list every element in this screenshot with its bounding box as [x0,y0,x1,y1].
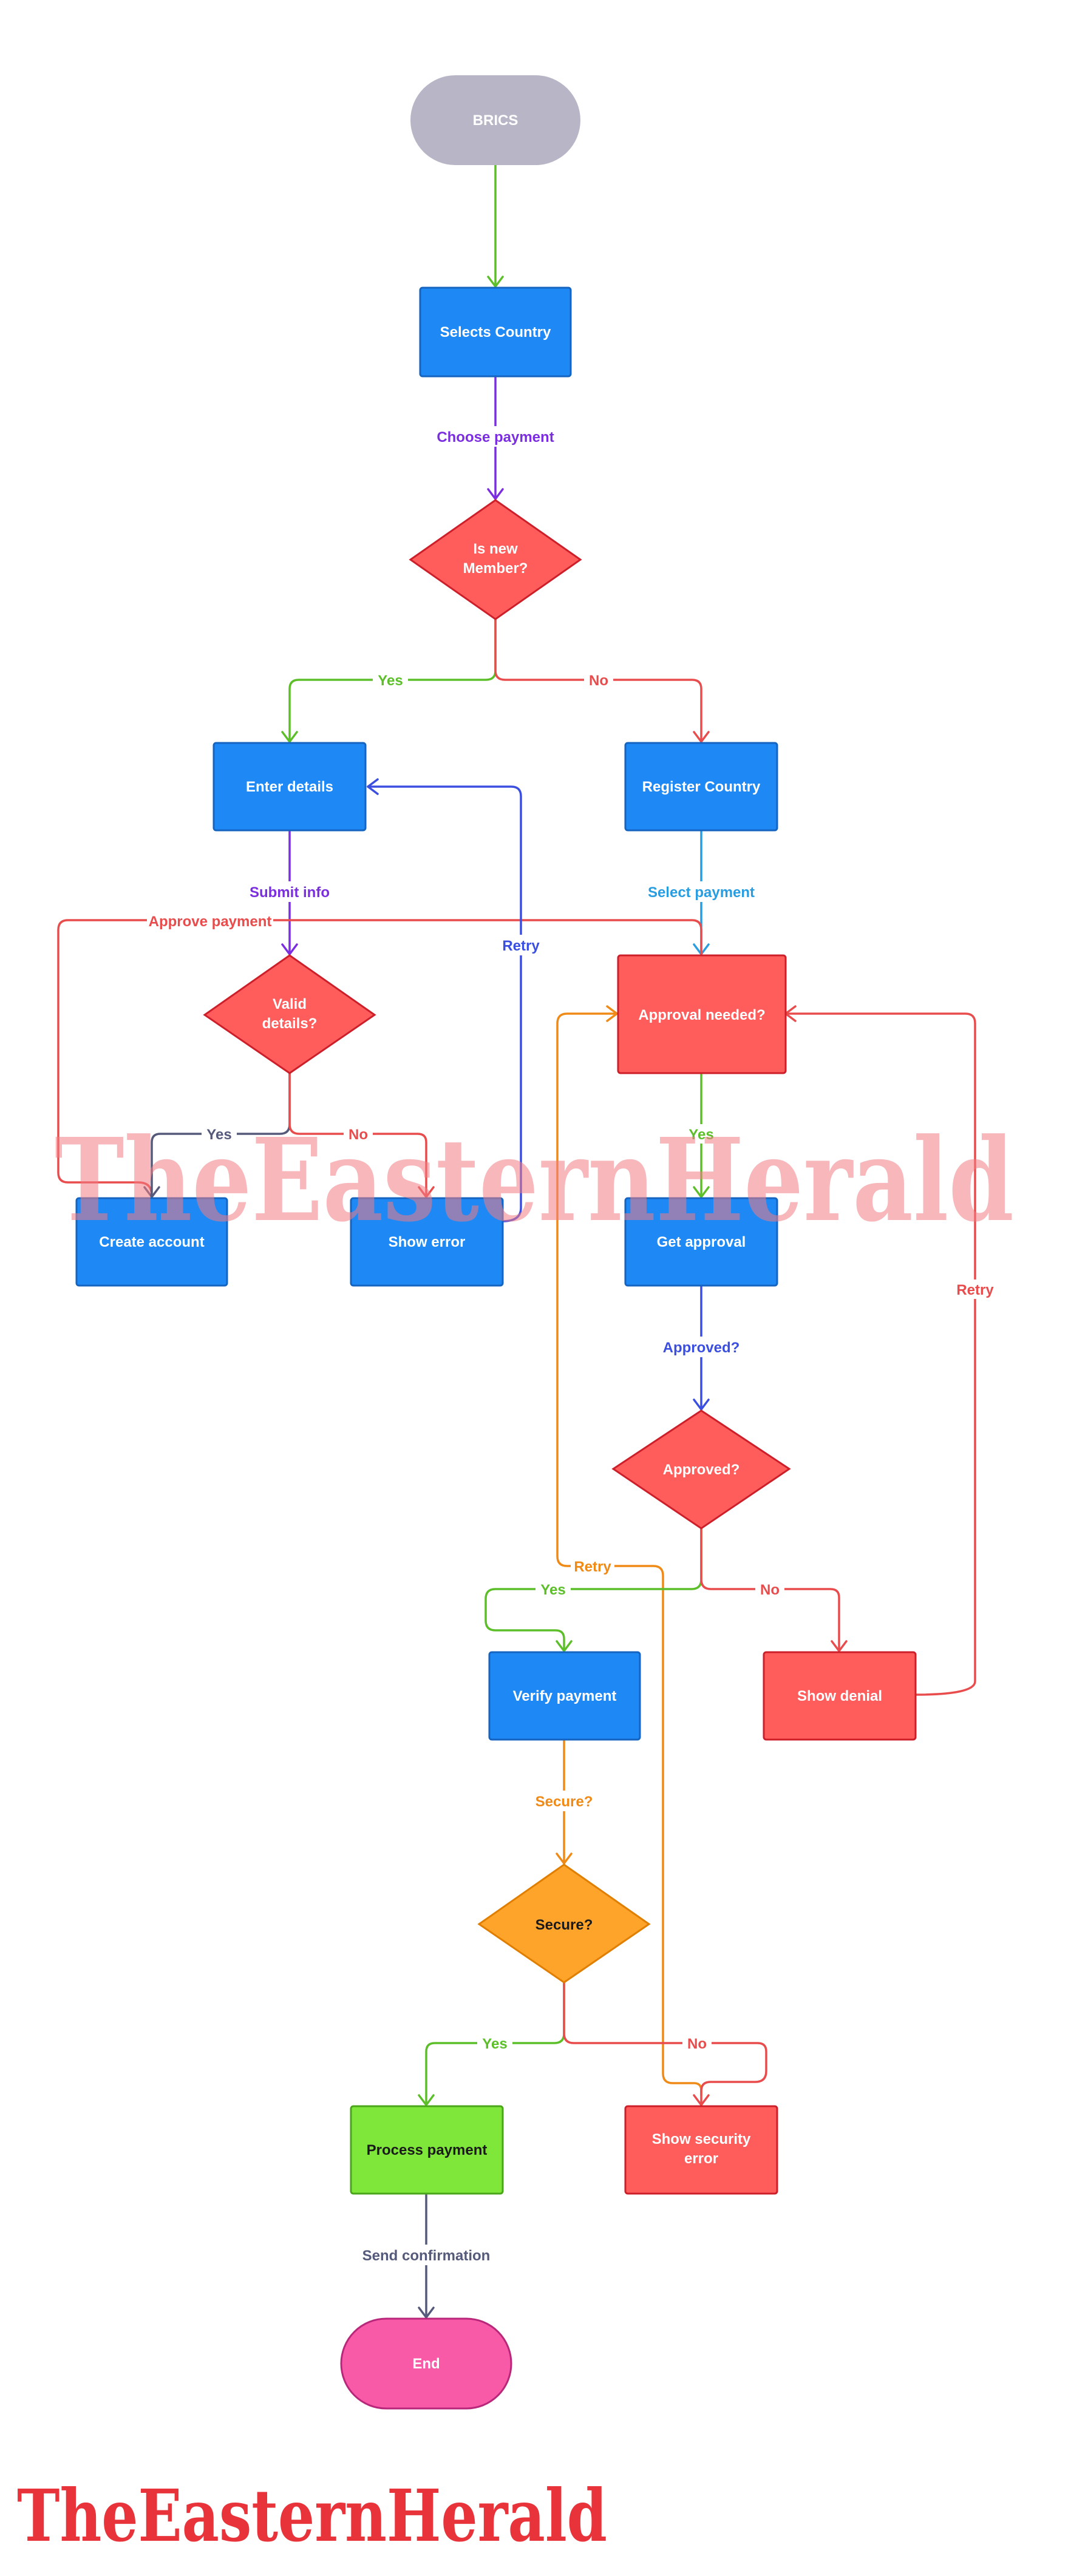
node-label-line-1: Is new [473,541,518,557]
node-show-error[interactable]: Show error [350,1197,504,1287]
arrowhead [487,276,504,288]
node-register-country[interactable]: Register Country [624,742,778,832]
edge-label-choose-payment: Choose payment [437,429,554,446]
arrowhead [367,778,379,795]
arrowhead [556,1640,573,1652]
edge-approve-payment [57,919,702,1197]
edge-no-security-error [563,1981,767,2106]
node-label-line-1: Valid [273,996,307,1012]
node-label: Process payment [367,2142,488,2158]
node-valid-details[interactable]: Valid details? [203,954,376,1074]
node-end[interactable]: End [340,2317,512,2410]
edge-label-yes: Yes [206,1127,231,1143]
arrowhead [693,1398,710,1411]
edge-label-yes: Yes [540,1582,565,1598]
node-label: Create account [99,1234,204,1250]
arrowhead [606,1005,618,1022]
edge-label-retry: Retry [574,1559,611,1575]
node-selects-country[interactable]: Selects Country [419,286,572,378]
node-label-line-1: Show security [652,2131,751,2147]
arrowhead [281,943,298,955]
edge-retry-error [367,785,522,1222]
node-verify-payment[interactable]: Verify payment [488,1651,641,1741]
node-is-new-member[interactable]: Is new Member? [409,499,582,620]
arrowhead [831,1640,848,1652]
edge-label-no: No [348,1127,368,1143]
arrowhead [281,731,298,743]
edge-label-no: No [760,1582,780,1598]
node-label-line-2: error [684,2151,718,2167]
edge-label-approve-payment: Approve payment [149,913,272,930]
node-label: Verify payment [513,1688,617,1704]
edge-label-send-confirmation: Send confirmation [362,2248,491,2264]
watermark-logo: TheEasternHerald [17,2473,607,2558]
edge-yes-verify-payment [484,1527,702,1652]
edge-label-retry: Retry [956,1282,994,1298]
edge-label-no: No [589,673,608,689]
node-approval-needed[interactable]: Approval needed? [617,954,787,1074]
node-label: Secure? [536,1917,593,1933]
arrowhead [487,488,504,500]
arrowhead [418,2307,435,2319]
edge-label-no: No [687,2036,707,2052]
node-label: Register Country [642,779,761,795]
edge-label-retry: Retry [502,938,540,954]
node-get-approval[interactable]: Get approval [624,1197,778,1287]
node-label: End [412,2356,440,2372]
watermark-overlay: TheEasternHerald [55,1113,1014,1247]
node-label: Get approval [657,1234,746,1250]
node-process-payment[interactable]: Process payment [350,2105,504,2195]
node-secure[interactable]: Secure? [477,1863,651,1984]
node-label: Enter details [246,779,333,795]
node-create-account[interactable]: Create account [75,1197,228,1287]
node-label: Show denial [797,1688,882,1704]
node-label-line-2: Member? [463,560,528,577]
edge-label-approved: Approved? [663,1340,740,1356]
arrowhead [693,2094,710,2106]
edge-label-yes: Yes [378,673,403,689]
edge-label-yes: Yes [688,1127,713,1143]
edge-label-yes: Yes [482,2036,507,2052]
node-brics[interactable]: BRICS [410,75,580,165]
edge-label-submit-info: Submit info [250,884,330,901]
node-approved[interactable]: Approved? [611,1409,791,1530]
node-show-security-error[interactable]: Show security error [624,2105,778,2195]
arrowhead [556,1852,573,1865]
edge-label-select-payment: Select payment [648,884,755,901]
edge-label-secure: Secure? [536,1794,593,1810]
arrowhead [143,1186,160,1198]
arrowhead [693,1186,710,1198]
node-enter-details[interactable]: Enter details [212,742,367,832]
node-label-line-2: details? [262,1015,318,1032]
edge-retry-security [556,1012,702,2096]
node-label: Selects Country [440,324,551,341]
arrowhead [693,731,710,743]
arrowhead [418,1186,435,1198]
node-label: Approved? [663,1462,740,1478]
node-label: Approval needed? [638,1007,765,1023]
node-label: Show error [389,1234,466,1250]
arrowhead [418,2094,435,2106]
edge-retry-denial [784,1012,976,1696]
node-label: BRICS [473,112,518,129]
node-show-denial[interactable]: Show denial [763,1651,917,1741]
